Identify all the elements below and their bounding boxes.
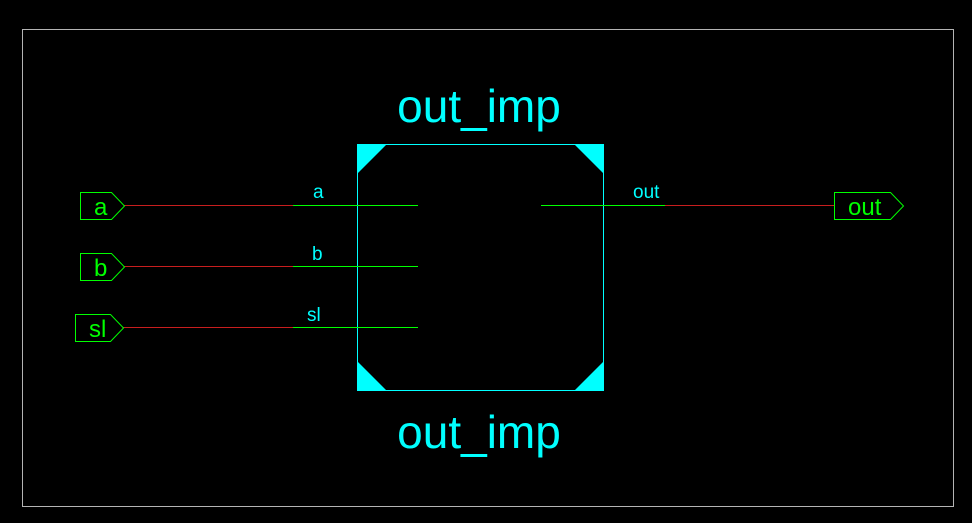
- instance-name-top: out_imp: [397, 80, 561, 132]
- block-pin-sl[interactable]: sl: [293, 305, 418, 328]
- instance-name-bottom: out_imp: [397, 406, 561, 458]
- block-out-imp[interactable]: [357, 144, 604, 391]
- block-pin-out[interactable]: out: [541, 182, 665, 206]
- sheet-border: [22, 29, 954, 507]
- pin-sl-label: sl: [307, 305, 321, 326]
- output-port-out-shape: [834, 192, 905, 220]
- input-port-sl-shape: [75, 314, 125, 342]
- input-port-sl[interactable]: sl: [75, 314, 125, 344]
- input-port-b-shape: [80, 253, 126, 281]
- block-corner-bottom-left: [357, 361, 387, 391]
- pin-b-label: b: [312, 244, 323, 265]
- block-outline: [357, 144, 604, 391]
- block-corner-bottom-right: [574, 361, 604, 391]
- block-pin-a[interactable]: a: [293, 182, 418, 206]
- input-port-a-shape: [80, 192, 126, 220]
- input-port-b-label: b: [94, 255, 107, 282]
- output-port-out[interactable]: out: [834, 192, 905, 222]
- block-corner-top-left: [357, 144, 387, 174]
- block-corner-top-right: [574, 144, 604, 174]
- input-port-a-label: a: [94, 194, 108, 221]
- input-port-b[interactable]: b: [80, 253, 126, 283]
- input-port-a[interactable]: a: [80, 192, 126, 222]
- pin-a-label: a: [313, 182, 324, 203]
- output-port-out-label: out: [848, 194, 882, 221]
- pin-out-label: out: [633, 182, 660, 203]
- input-port-sl-label: sl: [89, 316, 106, 343]
- block-pin-b[interactable]: b: [293, 244, 418, 267]
